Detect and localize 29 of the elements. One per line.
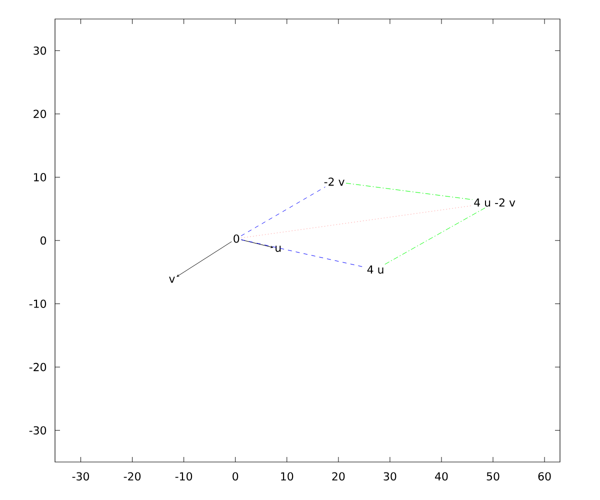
- vector-arrow: [240, 239, 274, 248]
- point-label: 4 u -2 v: [474, 198, 516, 207]
- vector-arrow: [176, 241, 232, 277]
- tick-label: 20: [332, 472, 345, 480]
- tick-label: -20: [124, 472, 141, 480]
- connecting-line: [240, 186, 326, 236]
- point-label: 4 u: [367, 266, 384, 274]
- point-label: -2 v: [324, 178, 344, 186]
- connecting-line: [240, 205, 473, 238]
- tick-label: 10: [281, 472, 294, 480]
- point-label: 0: [234, 234, 240, 243]
- tick-label: 40: [435, 472, 448, 480]
- point-label: v: [169, 276, 175, 283]
- tick-label: 30: [384, 472, 396, 480]
- tick-label: 60: [538, 472, 551, 480]
- tick-label: 20: [34, 110, 46, 118]
- tick-label: 50: [486, 472, 500, 480]
- connecting-line: [346, 182, 473, 200]
- tick-label: 10: [34, 173, 46, 182]
- connecting-line: [384, 208, 486, 265]
- tick-label: -30: [29, 426, 46, 435]
- tick-label: -30: [72, 472, 90, 480]
- tick-label: -20: [29, 362, 46, 372]
- tick-label: -10: [29, 300, 46, 308]
- tick-label: 0: [232, 472, 238, 480]
- point-label: u: [276, 246, 281, 252]
- tick-label: 30: [34, 46, 46, 55]
- tick-label: 0: [40, 236, 46, 245]
- tick-label: -10: [175, 472, 192, 480]
